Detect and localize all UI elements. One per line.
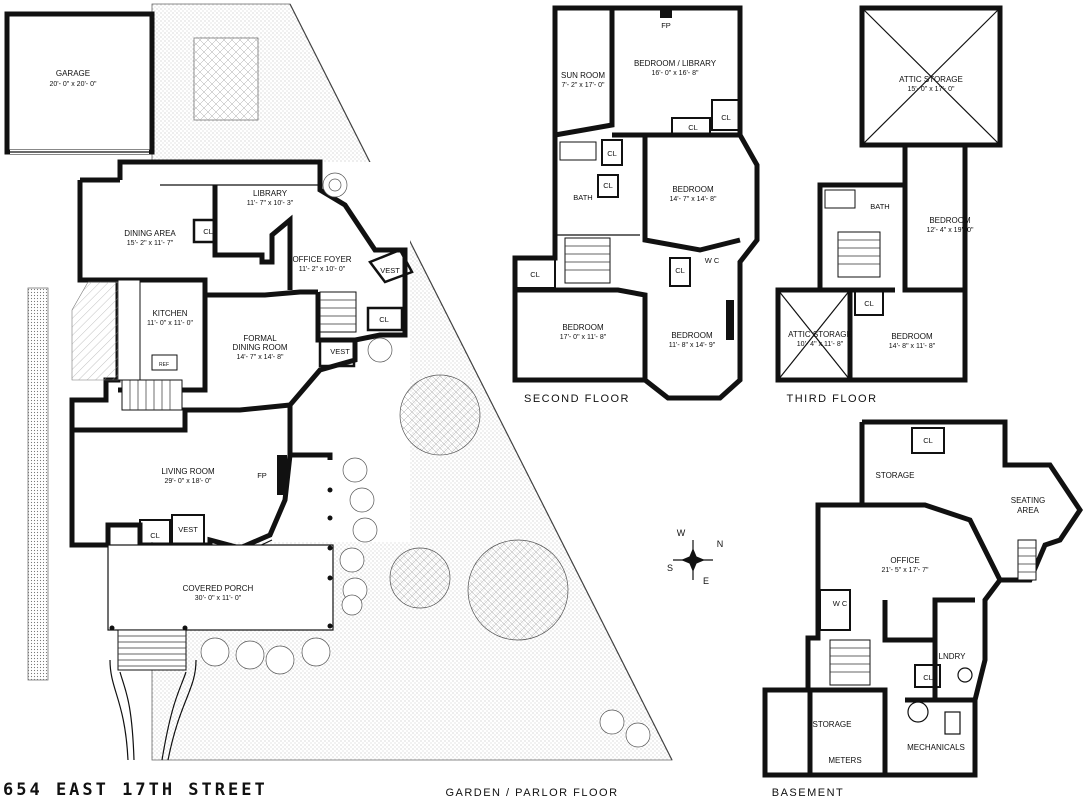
living-room-label: LIVING ROOM [161,467,215,476]
second-floor-title: SECOND FLOOR [524,393,630,405]
dining-area-label: DINING AREA [124,229,176,238]
seating-area-label-2: AREA [1017,506,1039,515]
mechanicals-label: MECHANICALS [907,743,965,752]
meters-label: METERS [828,756,861,765]
library-label: LIBRARY [253,189,288,198]
third-floor-plan: ATTIC STORAGE 15'- 0" x 17'- 0" BEDROOM … [775,5,1003,405]
attic-storage-b-size: 10'- 4" x 11'- 8" [797,341,844,348]
basement-storage-upper: STORAGE [876,471,915,480]
second-cl-3: CL [607,149,617,158]
second-cl-6: CL [675,266,685,275]
sun-room-size: 7'- 2" x 17'- 0" [561,82,605,89]
kitchen-label: KITCHEN [152,309,187,318]
living-fireplace [277,455,287,495]
attic-storage-a-label: ATTIC STORAGE [899,75,963,84]
compass-n: N [717,539,724,549]
bedroom-b-label: BEDROOM [562,323,604,332]
garden-floor-plan: GARAGE 20'- 0" x 20'- 0" [4,3,673,761]
bedroom-library-size: 16'- 0" x 16'- 8" [652,70,699,77]
office-foyer-label: OFFICE FOYER [292,255,351,264]
bedroom-b-size: 17'- 0" x 11'- 8" [560,334,607,341]
bedroom-c-size: 11'- 8" x 14'- 9" [669,342,716,349]
basement-title: BASEMENT [772,787,845,799]
bedroom-e-size: 14'- 8" x 11'- 8" [889,343,936,350]
covered-porch-size: 30'- 0" x 11'- 0" [195,595,242,602]
second-floor-plan: FP SUN ROOM 7'- 2" x 17'- 0" BEDROOM / L… [512,5,760,405]
foyer-vest-label: VEST [380,266,400,275]
second-cl-2: CL [721,113,731,122]
attic-storage-b-label: ATTIC STORAGE [788,330,852,339]
second-wc-label: W C [705,256,720,265]
landscaping [200,172,651,748]
second-cl-1: CL [688,123,698,132]
basement-cl-1: CL [923,436,933,445]
kitchen-size: 11'- 0" x 11'- 0" [147,320,193,327]
seating-area-label: SEATING [1011,496,1046,505]
front-stairs [109,629,197,761]
living-room-size: 29'- 0" x 18'- 0" [165,478,212,485]
dining-area-size: 15'- 2" x 11'- 7" [127,240,174,247]
bedroom-a-size: 14'- 7" x 14'- 8" [670,196,717,203]
library-cl-label: CL [203,227,213,236]
lndry-label: LNDRY [939,652,967,661]
bedroom-c-label: BEDROOM [671,331,713,340]
covered-porch-area [107,544,334,631]
second-bath-label: BATH [573,193,592,202]
second-fp-label: FP [661,21,671,30]
second-cl-4: CL [603,181,613,190]
formal-dining-size: 14'- 7" x 14'- 8" [237,354,284,361]
office-foyer-size: 11'- 2" x 10'- 0" [299,266,346,273]
bedroom-d-label: BEDROOM [929,216,971,225]
formal-dining-label: FORMAL [243,334,277,343]
garage: GARAGE 20'- 0" x 20'- 0" [4,11,155,155]
third-bath-label: BATH [870,202,889,211]
sun-room-label: SUN ROOM [561,71,605,80]
bedroom-library-label: BEDROOM / LIBRARY [634,59,717,68]
compass-w: W [677,528,686,538]
basement-storage-lower: STORAGE [813,720,852,729]
compass-rose: W N S E [667,528,723,586]
living-cl-label: CL [150,531,160,540]
third-floor-title: THIRD FLOOR [786,393,877,405]
compass-s: S [667,563,673,573]
sidewalk-strip [27,287,49,681]
second-cl-5: CL [530,270,540,279]
basement-plan: OFFICE 21'- 5" x 17'- 7" SEATING AREA ST… [762,419,1084,799]
basement-wc-label: W C [833,599,848,608]
covered-porch-label: COVERED PORCH [183,584,254,593]
garage-label: GARAGE [56,69,90,78]
attic-storage-a-size: 15'- 0" x 17'- 0" [908,86,955,93]
office-size: 21'- 5" x 17'- 7" [882,567,929,574]
office-label: OFFICE [890,556,919,565]
living-vest-label: VEST [178,525,198,534]
living-fp-label: FP [257,471,267,480]
basement-cl-2: CL [923,673,933,682]
formal-dining-label-2: DINING ROOM [232,343,287,352]
kitchen-ref-label: REF [159,362,169,368]
compass-e: E [703,576,709,586]
garden-floor-title: GARDEN / PARLOR FLOOR [445,787,618,799]
bedroom-e-label: BEDROOM [891,332,933,341]
lot-line [289,3,673,761]
bedroom-a-label: BEDROOM [672,185,714,194]
foyer-cl-label: CL [379,315,389,324]
bedroom-d-size: 12'- 4" x 19'- 0" [927,227,974,234]
library-size: 11'- 7" x 10'- 3" [247,200,294,207]
address-title: 654 EAST 17TH STREET [3,780,268,800]
third-cl-label: CL [864,299,874,308]
dining-vest-label: VEST [330,347,350,356]
garage-size: 20'- 0" x 20'- 0" [50,81,97,88]
